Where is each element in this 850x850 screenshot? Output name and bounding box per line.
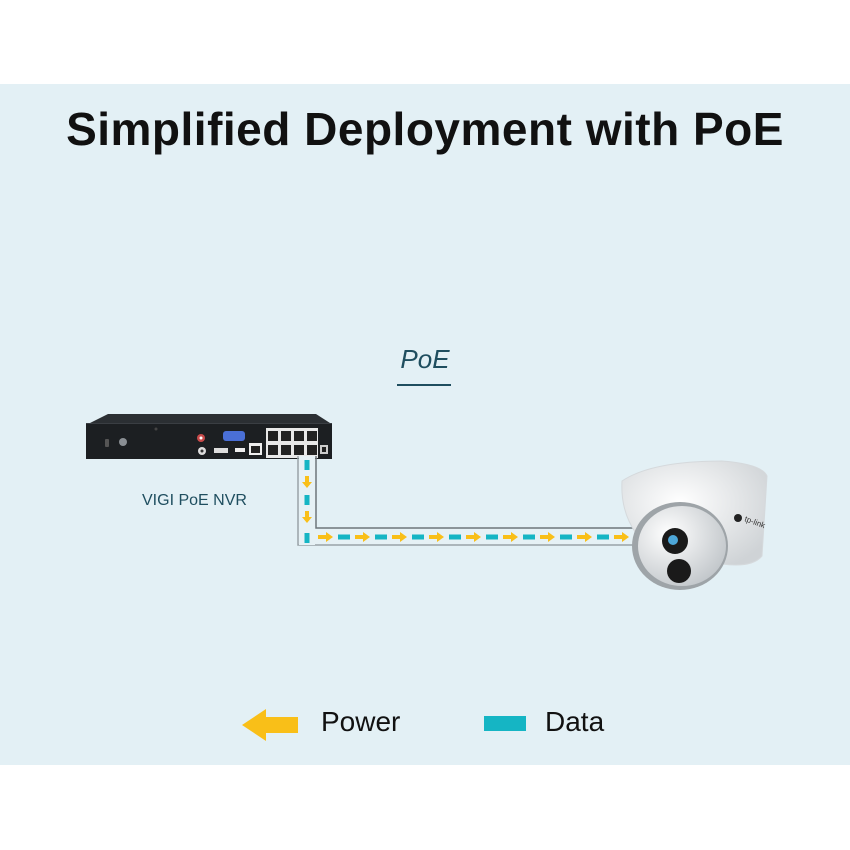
power-arrow — [302, 476, 312, 488]
vga-port — [223, 431, 245, 441]
power-arrow — [302, 511, 312, 523]
poe-connection-label: PoE — [400, 344, 450, 374]
data-dash — [412, 534, 424, 540]
legend-power-arrow-icon — [242, 709, 298, 741]
nvr-device-icon — [86, 414, 332, 459]
data-dash — [486, 534, 498, 540]
data-dash — [523, 534, 535, 540]
power-arrow — [429, 532, 444, 542]
ir-led — [667, 559, 691, 583]
power-arrow — [355, 532, 370, 542]
data-dash — [304, 533, 310, 543]
power-arrow — [503, 532, 518, 542]
data-dash — [597, 534, 609, 540]
legend-data-label: Data — [545, 706, 605, 737]
data-dash — [304, 460, 310, 470]
hdmi-port — [214, 448, 228, 453]
data-dash — [338, 534, 350, 540]
turret-camera-icon: tp-link — [621, 460, 768, 590]
usb-port — [235, 448, 245, 452]
ground-screw — [119, 438, 127, 446]
power-arrow — [577, 532, 592, 542]
power-arrow — [318, 532, 333, 542]
data-dash — [560, 534, 572, 540]
poe-port-block — [266, 428, 318, 458]
power-arrow — [466, 532, 481, 542]
data-dash — [375, 534, 387, 540]
power-arrow — [614, 532, 629, 542]
legend-data-bar-icon — [484, 716, 526, 731]
power-arrow — [392, 532, 407, 542]
poe-label-underline — [397, 384, 451, 386]
nvr-caption: VIGI PoE NVR — [142, 492, 247, 509]
legend-power-label: Power — [321, 706, 401, 737]
lock-slot — [105, 439, 109, 447]
page-title: Simplified Deployment with PoE — [66, 103, 784, 155]
data-dash — [449, 534, 461, 540]
power-arrow — [540, 532, 555, 542]
data-dash — [304, 495, 310, 505]
